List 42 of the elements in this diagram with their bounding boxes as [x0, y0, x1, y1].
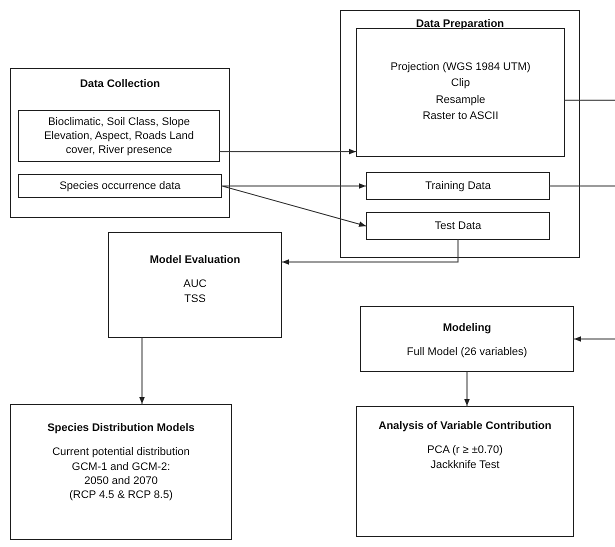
box-heading: Data Collection	[80, 77, 160, 92]
box-text: PCA (r ≥ ±0.70)	[427, 443, 503, 458]
box-text: Test Data	[434, 218, 482, 234]
arrow	[139, 338, 145, 404]
box-text: Resample	[436, 92, 486, 107]
box-text: Current potential distribution	[52, 445, 190, 460]
box-text: Full Model (26 variables)	[406, 345, 528, 360]
box-heading: Data Preparation	[416, 17, 504, 32]
process-box	[18, 110, 220, 162]
connector-line	[574, 336, 615, 342]
box-text: Clip	[451, 76, 470, 90]
box-text: Bioclimatic, Soil Class, Slope Elevation, Aspect, Roads Land cover, River presence	[43, 114, 195, 158]
box-text: GCM-1 and GCM-2:	[72, 460, 170, 474]
process-box	[340, 10, 580, 258]
connector-line	[564, 100, 615, 101]
box-text: Jackknife Test	[430, 458, 500, 472]
process-box	[10, 404, 232, 540]
arrow	[220, 148, 356, 154]
box-text: Projection (WGS 1984 UTM)	[390, 60, 530, 74]
box-text: 2050 and 2070	[84, 474, 158, 488]
box-text: (RCP 4.5 & RCP 8.5)	[69, 488, 173, 502]
process-box	[108, 232, 282, 338]
box-heading: Analysis of Variable Contribution	[378, 419, 552, 434]
box-text: Training Data	[425, 178, 491, 194]
process-box	[356, 406, 574, 537]
box-text: AUC	[183, 277, 207, 292]
arrow	[222, 186, 366, 227]
process-box	[366, 172, 550, 200]
process-box	[356, 28, 565, 157]
box-heading: Species Distribution Models	[47, 421, 195, 436]
arrow	[222, 183, 366, 189]
box-heading: Model Evaluation	[150, 253, 240, 268]
arrow	[282, 240, 458, 265]
process-box	[10, 68, 230, 218]
box-text: TSS	[184, 292, 206, 306]
process-box	[18, 174, 222, 198]
arrow	[464, 372, 470, 406]
box-heading: Modeling	[442, 321, 492, 336]
box-text: Species occurrence data	[59, 178, 181, 194]
process-box	[366, 212, 550, 240]
box-text: Raster to ASCII	[422, 108, 498, 124]
process-box	[360, 306, 574, 372]
